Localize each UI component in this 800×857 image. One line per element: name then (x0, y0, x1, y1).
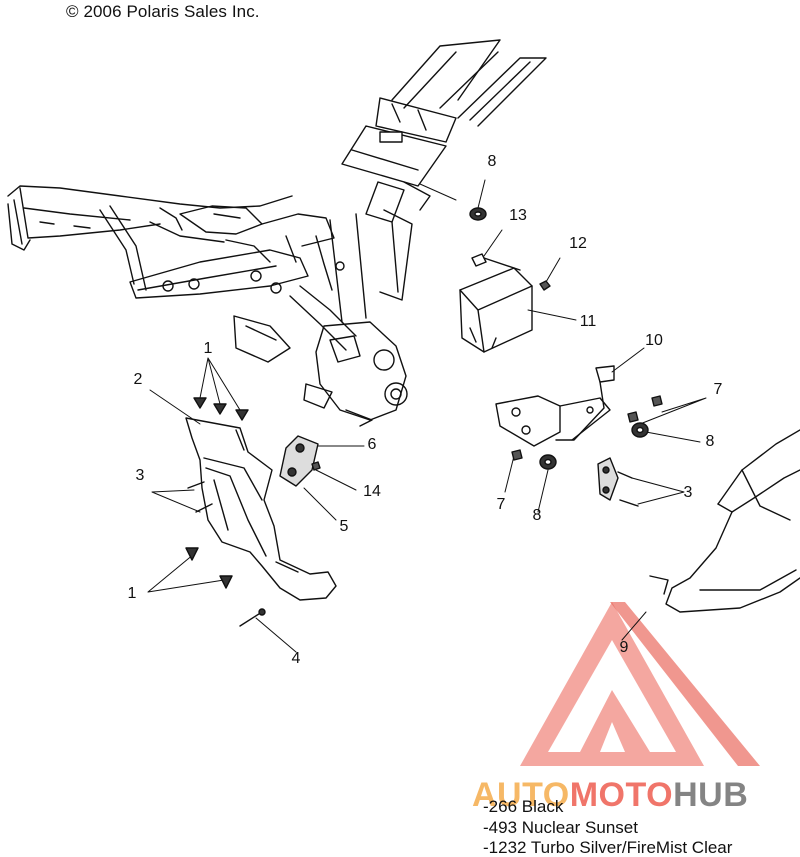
callout-6: 6 (367, 436, 377, 453)
callout-12: 12 (569, 235, 587, 252)
part-9-side-cover (649, 429, 800, 613)
part-8-grommet-top (469, 207, 487, 221)
part-8-grommets-right (539, 422, 649, 470)
part-7-nuts-right (511, 395, 663, 461)
part-10-bracket (495, 365, 615, 447)
frame-cross-member (129, 205, 335, 299)
part-6-bracket (279, 435, 319, 487)
watermark-part-3: HUB (673, 776, 749, 814)
color-option: -1232 Turbo Silver/FireMist Clear (483, 838, 733, 857)
watermark-brand-text: AUTOMOTOHUB (472, 776, 748, 815)
callout-10: 10 (645, 332, 663, 349)
part-4-screw (239, 608, 266, 627)
callout-9: 9 (619, 639, 629, 656)
callout-3-left: 3 (135, 467, 145, 484)
color-option: -493 Nuclear Sunset (483, 817, 638, 837)
part-2-side-panel-left (185, 417, 337, 601)
callout-3-right: 3 (683, 484, 693, 501)
callout-14: 14 (363, 483, 381, 500)
leader-lines (147, 179, 707, 653)
callout-11: 11 (579, 313, 597, 330)
part-3-screws-left (187, 481, 213, 513)
watermark-part-1: AUTO (472, 776, 570, 814)
callout-8-top: 8 (487, 153, 497, 170)
callout-7-right: 7 (713, 381, 723, 398)
callout-5: 5 (339, 518, 349, 535)
copyright-notice: © 2006 Polaris Sales Inc. (66, 2, 260, 21)
color-options-list: -266 Black -493 Nuclear Sunset -1232 Tur… (483, 797, 732, 857)
callout-1-top: 1 (203, 340, 213, 357)
callout-7-lower: 7 (496, 496, 506, 513)
callout-1-bottom: 1 (127, 585, 137, 602)
part-1-fasteners-bottom (185, 547, 233, 589)
part-14-nut (311, 461, 321, 471)
part-13-bolt (471, 253, 521, 271)
callout-2: 2 (133, 371, 143, 388)
watermark-logo-triangle (520, 602, 760, 766)
frame-upper-tubes (341, 39, 547, 223)
callout-13: 13 (509, 207, 527, 224)
frame-rear-section (7, 185, 293, 291)
part-11-control-module (459, 267, 533, 353)
watermark-part-2: MOTO (569, 776, 674, 814)
frame-down-tubes (233, 209, 413, 427)
color-option: -266 Black (483, 797, 564, 816)
callout-4: 4 (291, 650, 301, 667)
part-1-fasteners-top (193, 397, 249, 421)
callout-8-lower: 8 (532, 507, 542, 524)
part-12-nut (539, 280, 551, 291)
part-3-hardware-right (597, 457, 639, 507)
callout-8-right: 8 (705, 433, 715, 450)
